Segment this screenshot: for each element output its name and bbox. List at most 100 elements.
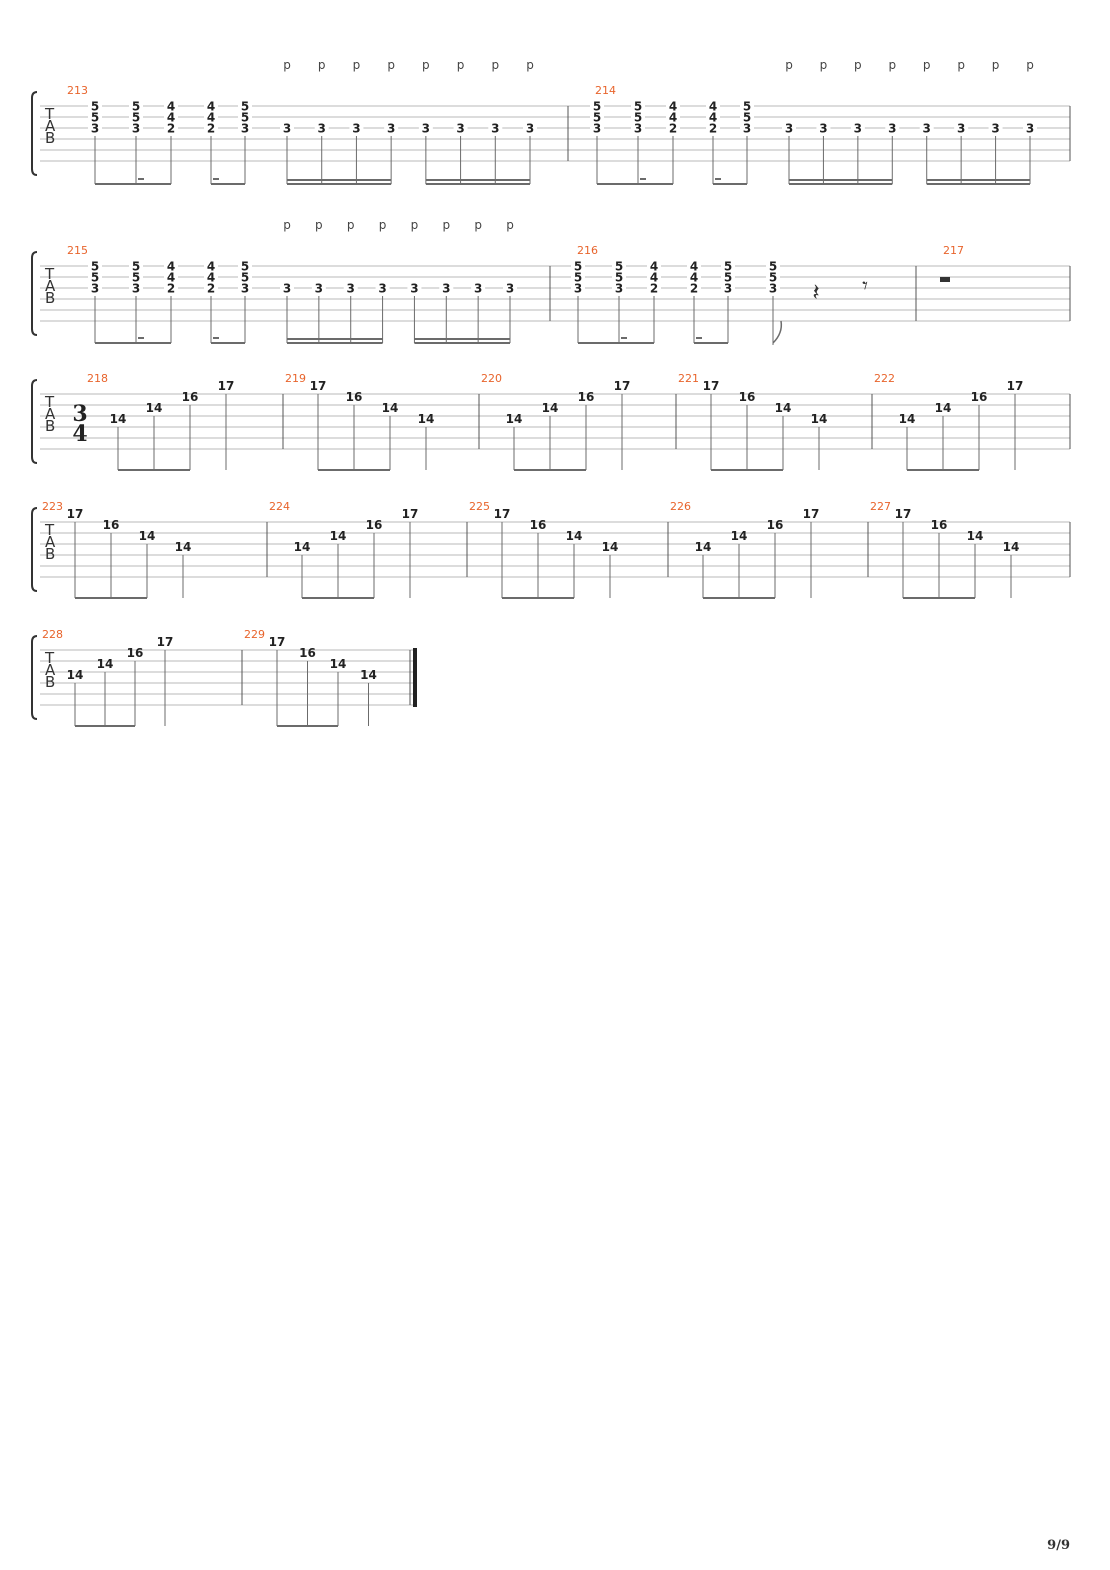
fret-number: 16: [103, 518, 120, 532]
fret-number: 3: [769, 282, 777, 296]
note-bg: [439, 283, 454, 293]
fret-number: 2: [167, 282, 175, 296]
fret-number: 5: [241, 100, 249, 114]
palm-mute-mark: p: [491, 58, 499, 72]
sixteenth-stub: [138, 337, 144, 339]
fret-number: 14: [811, 412, 828, 426]
note-bg: [523, 123, 537, 133]
measure-number: 216: [577, 244, 598, 257]
note-bg: [129, 261, 143, 271]
time-signature-bottom: 4: [72, 421, 87, 447]
fret-number: 3: [574, 282, 582, 296]
half-rest: [940, 277, 950, 282]
note-bg: [782, 123, 796, 133]
fret-number: 4: [669, 100, 677, 114]
note-bg: [129, 272, 143, 282]
note-bg: [280, 283, 294, 293]
note-bg: [311, 283, 326, 293]
palm-mute-mark: p: [923, 58, 931, 72]
fret-number: 3: [957, 122, 965, 136]
fret-number: 17: [310, 379, 327, 393]
fret-number: 17: [218, 379, 235, 393]
fret-number: 3: [91, 122, 99, 136]
note-bg: [503, 283, 517, 293]
note-bg: [885, 123, 900, 133]
note-bg: [238, 272, 252, 282]
fret-number: 5: [132, 271, 140, 285]
note-bg: [164, 101, 178, 111]
fret-number: 3: [378, 282, 386, 296]
fret-number: 14: [330, 529, 347, 543]
fret-number: 4: [690, 271, 698, 285]
note-bg: [204, 112, 218, 122]
tab-clef-letter: T: [44, 265, 55, 283]
measure-number: 214: [595, 84, 616, 97]
palm-mute-mark: p: [387, 58, 395, 72]
fret-number: 3: [724, 282, 732, 296]
system-bracket: [31, 635, 38, 720]
fret-number: 5: [743, 100, 751, 114]
fret-number: 3: [491, 122, 499, 136]
note-bg: [766, 272, 780, 282]
palm-mute-mark: p: [1026, 58, 1034, 72]
fret-number: 3: [422, 122, 430, 136]
fret-number: 17: [67, 507, 84, 521]
note-bg: [666, 101, 680, 111]
fret-number: 2: [650, 282, 658, 296]
note-bg: [816, 123, 831, 133]
fret-number: 14: [731, 529, 748, 543]
fret-number: 14: [146, 401, 163, 415]
fret-number: 3: [318, 122, 326, 136]
fret-number: 3: [91, 282, 99, 296]
note-bg: [740, 123, 754, 133]
fret-number: 5: [615, 271, 623, 285]
fret-number: 17: [895, 507, 912, 521]
fret-number: 4: [709, 100, 717, 114]
tab-system: TAB2183414141617219171614142201414161722…: [31, 372, 1071, 471]
note-bg: [687, 261, 701, 271]
fret-number: 14: [139, 529, 156, 543]
tab-clef-letter: T: [44, 393, 55, 411]
tab-clef-letter: B: [45, 417, 55, 435]
note-bg: [384, 123, 399, 133]
note-bg: [612, 283, 626, 293]
note-bg: [204, 283, 218, 293]
note-bg: [571, 272, 585, 282]
note-bg: [129, 123, 143, 133]
time-signature-top: 3: [72, 401, 87, 427]
palm-mute-mark: p: [785, 58, 793, 72]
note-bg: [850, 123, 865, 133]
fret-number: 5: [91, 260, 99, 274]
fret-number: 14: [67, 668, 84, 682]
fret-number: 4: [650, 271, 658, 285]
fret-number: 5: [132, 260, 140, 274]
tab-clef-letter: T: [44, 649, 55, 667]
note-bg: [647, 272, 661, 282]
fret-number: 3: [615, 282, 623, 296]
note-bg: [280, 123, 294, 133]
fret-number: 3: [474, 282, 482, 296]
measure-number: 219: [285, 372, 306, 385]
system-bracket: [31, 507, 38, 592]
note-bg: [954, 123, 969, 133]
note-bg: [204, 261, 218, 271]
note-bg: [740, 112, 754, 122]
sixteenth-stub: [213, 337, 219, 339]
fret-number: 4: [167, 100, 175, 114]
tab-clef-letter: A: [45, 117, 56, 135]
tab-clef-letter: A: [45, 405, 56, 423]
fret-number: 3: [132, 282, 140, 296]
fret-number: 17: [703, 379, 720, 393]
measure-number: 225: [469, 500, 490, 513]
note-bg: [721, 283, 735, 293]
fret-number: 3: [410, 282, 418, 296]
fret-number: 2: [690, 282, 698, 296]
fret-number: 4: [207, 111, 215, 125]
fret-number: 4: [669, 111, 677, 125]
sixteenth-stub: [696, 337, 702, 339]
fret-number: 14: [110, 412, 127, 426]
fret-number: 5: [743, 111, 751, 125]
note-bg: [631, 112, 645, 122]
